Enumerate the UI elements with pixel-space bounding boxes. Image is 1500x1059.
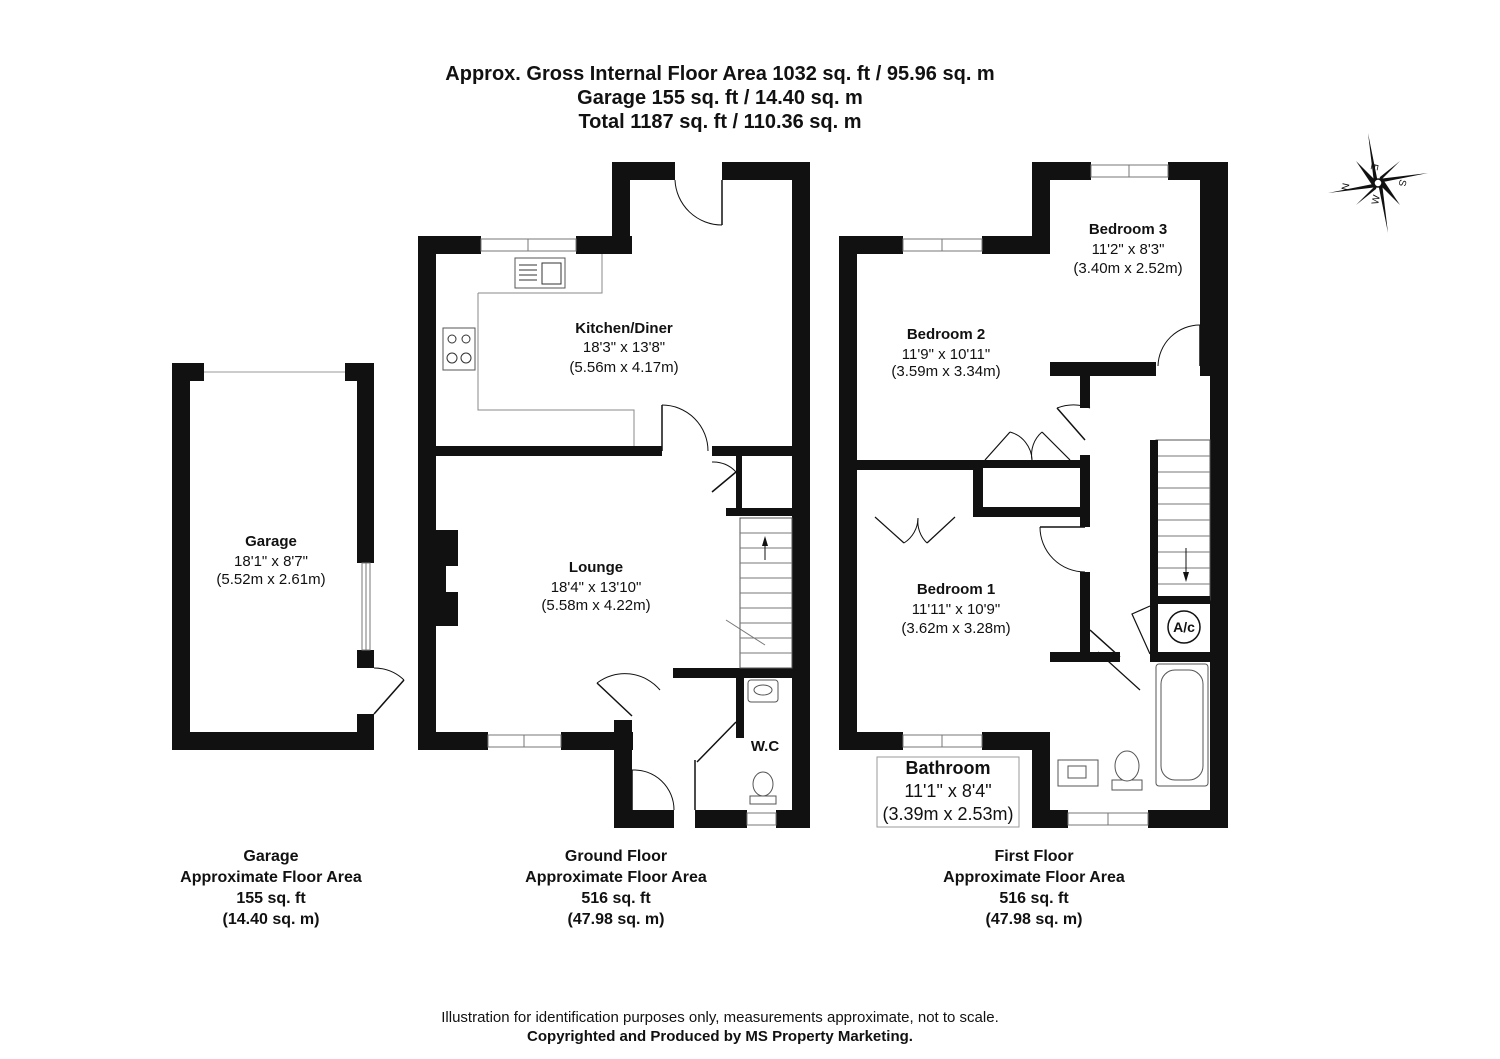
bedroom1-label: Bedroom 1: [917, 581, 995, 598]
bedroom3-metric: (3.40m x 2.52m): [1073, 260, 1182, 277]
garage-caption-sub: Approximate Floor Area: [180, 869, 362, 886]
first-caption-title: First Floor: [994, 848, 1074, 865]
copyright-text: Copyrighted and Produced by MS Property …: [527, 1028, 913, 1045]
garage-imperial: 18'1" x 8'7": [234, 553, 308, 570]
compass-s: S: [1396, 178, 1408, 187]
garage-area-line: Garage 155 sq. ft / 14.40 sq. m: [577, 87, 863, 109]
lounge-metric: (5.58m x 4.22m): [541, 597, 650, 614]
garage-caption-sqm: (14.40 sq. m): [222, 911, 320, 928]
wc-label: W.C: [751, 738, 779, 755]
gross-area-line: Approx. Gross Internal Floor Area 1032 s…: [445, 63, 995, 85]
bathroom-label: Bathroom: [906, 758, 991, 778]
garage-caption-title: Garage: [243, 848, 299, 865]
ground-floor-caption: Ground Floor Approximate Floor Area 516 …: [486, 846, 746, 930]
disclaimer-footer: Illustration for identification purposes…: [0, 1008, 1440, 1046]
bedroom3-label: Bedroom 3: [1089, 221, 1167, 238]
garage-caption-sqft: 155 sq. ft: [236, 890, 306, 907]
ac-label: A/c: [1173, 619, 1195, 635]
lounge-label: Lounge: [569, 559, 623, 576]
bathroom-metric: (3.39m x 2.53m): [882, 804, 1013, 824]
first-floor-caption: First Floor Approximate Floor Area 516 s…: [904, 846, 1164, 930]
ground-floor-plan: [418, 162, 810, 828]
garage-caption: Garage Approximate Floor Area 155 sq. ft…: [141, 846, 401, 930]
bedroom1-metric: (3.62m x 3.28m): [901, 620, 1010, 637]
garage-plan: [172, 363, 405, 750]
floor-area-header: Approx. Gross Internal Floor Area 1032 s…: [0, 62, 1440, 134]
compass-w: W: [1370, 194, 1383, 206]
kitchen-metric: (5.56m x 4.17m): [569, 359, 678, 376]
disclaimer-text: Illustration for identification purposes…: [441, 1009, 999, 1026]
lounge-imperial: 18'4" x 13'10": [551, 579, 642, 596]
ground-caption-title: Ground Floor: [564, 848, 668, 865]
garage-metric: (5.52m x 2.61m): [216, 571, 325, 588]
bedroom2-metric: (3.59m x 3.34m): [891, 363, 1000, 380]
first-floor-plan: [839, 162, 1228, 828]
garage-label: Garage: [245, 533, 297, 550]
ground-caption-sub: Approximate Floor Area: [525, 869, 707, 886]
bedroom2-imperial: 11'9" x 10'11": [902, 346, 990, 363]
bedroom3-imperial: 11'2" x 8'3": [1092, 241, 1165, 258]
bedroom1-imperial: 11'11" x 10'9": [912, 601, 1000, 618]
kitchen-imperial: 18'3" x 13'8": [583, 339, 665, 356]
compass-n: N: [1340, 182, 1352, 191]
bathroom-imperial: 11'1" x 8'4": [904, 781, 991, 801]
first-caption-sqft: 516 sq. ft: [999, 890, 1069, 907]
bedroom2-label: Bedroom 2: [907, 326, 985, 343]
first-caption-sub: Approximate Floor Area: [943, 869, 1125, 886]
compass-e: E: [1368, 162, 1380, 171]
total-area-line: Total 1187 sq. ft / 110.36 sq. m: [578, 111, 862, 133]
first-caption-sqm: (47.98 sq. m): [985, 911, 1083, 928]
kitchen-label: Kitchen/Diner: [575, 320, 673, 337]
compass-icon: N E S W: [1328, 133, 1428, 233]
ground-caption-sqft: 516 sq. ft: [581, 890, 651, 907]
ground-caption-sqm: (47.98 sq. m): [567, 911, 665, 928]
